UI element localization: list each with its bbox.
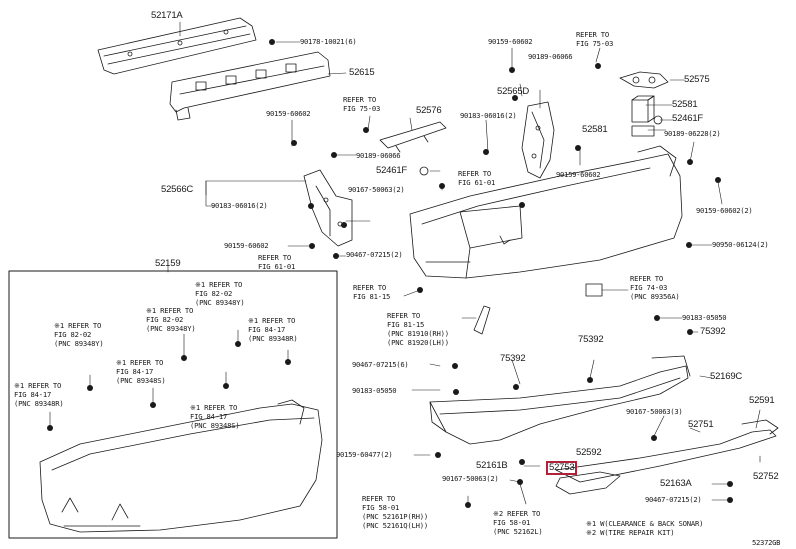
footnotes: ※1 W(CLEARANCE & BACK SONAR)※2 W(TIRE RE… [586,519,704,537]
fastener-number[interactable]: 90159-60602 [488,37,533,46]
fastener-number[interactable]: 90183-05050 [352,386,397,395]
fastener-number[interactable]: 90189-06228(2) [664,129,721,138]
fastener-number[interactable]: 90183-06016(2) [460,111,517,120]
part-number[interactable]: 52575 [684,74,710,85]
retainer-52575 [619,71,669,89]
part-number[interactable]: 52159 [155,258,181,269]
fastener-number[interactable]: 90167-50063(2) [442,474,499,483]
fastener-number[interactable]: 90467-07215(6) [352,360,409,369]
fastener-number[interactable]: 90159-60602 [224,241,269,250]
lower-moldings [555,419,779,495]
part-number[interactable]: 52565D [497,86,530,97]
bracket-52581 [631,95,655,137]
part-number[interactable]: 52163A [660,478,692,489]
fastener-number[interactable]: 90159-60477(2) [336,450,393,459]
fastener-number[interactable]: 90950-06124(2) [712,240,769,249]
energy-absorber [169,51,331,121]
part-number[interactable]: 52581 [672,99,698,110]
part-number[interactable]: 75392 [578,334,604,345]
fastener-number[interactable]: 90467-07215(2) [645,495,702,504]
reflector [473,305,491,335]
bumper-side-bracket-left [303,169,353,247]
part-number[interactable]: 52461F [376,165,408,176]
fastener-number[interactable]: 90189-06066 [356,151,401,160]
lower-bumper-cover [429,355,691,445]
rear-bumper-reinforcement [97,17,257,75]
leader-lines [49,21,761,506]
part-number[interactable]: 52592 [576,447,602,458]
part-number[interactable]: 52752 [753,471,779,482]
inset-bumper-cover [39,399,323,533]
fastener-number[interactable]: 90183-05050 [682,313,727,322]
bumper-side-bracket-right [521,101,555,179]
part-number[interactable]: 52615 [349,67,375,78]
fastener-number[interactable]: 90159-60602(2) [696,206,753,215]
part-number[interactable]: 52566C [161,184,194,195]
fastener-number[interactable]: 90467-07215(2) [346,250,403,259]
fastener-number[interactable]: 90167-50063(3) [626,407,683,416]
fastener-number[interactable]: 90189-06066 [528,52,573,61]
fastener-number[interactable]: 90159-60602 [266,109,311,118]
part-number[interactable]: 52169C [710,371,743,382]
hole-cover [585,283,603,297]
part-number[interactable]: 52171A [151,10,183,21]
fastener-number[interactable]: 90159-60602 [556,170,601,179]
rear-bumper-cover [409,145,683,279]
part-number[interactable]: 52751 [688,419,714,430]
part-number[interactable]: 52581 [582,124,608,135]
fastener-number[interactable]: 90178-10021(6) [300,37,357,46]
inset-frame [8,270,338,539]
fastener-number[interactable]: 90183-06016(2) [211,201,268,210]
part-number[interactable]: 75392 [700,326,726,337]
spacer [419,166,429,176]
part-number[interactable]: 52576 [416,105,442,116]
diagram-id: 52372GB [752,538,781,547]
retainer-52576 [379,121,447,153]
fastener-number[interactable]: 90167-50063(2) [348,185,405,194]
part-number[interactable]: 75392 [500,353,526,364]
part-number-highlighted[interactable]: 52753 [546,461,578,475]
part-number[interactable]: 52591 [749,395,775,406]
part-number[interactable]: 52461F [672,113,704,124]
part-number[interactable]: 52161B [476,460,508,471]
